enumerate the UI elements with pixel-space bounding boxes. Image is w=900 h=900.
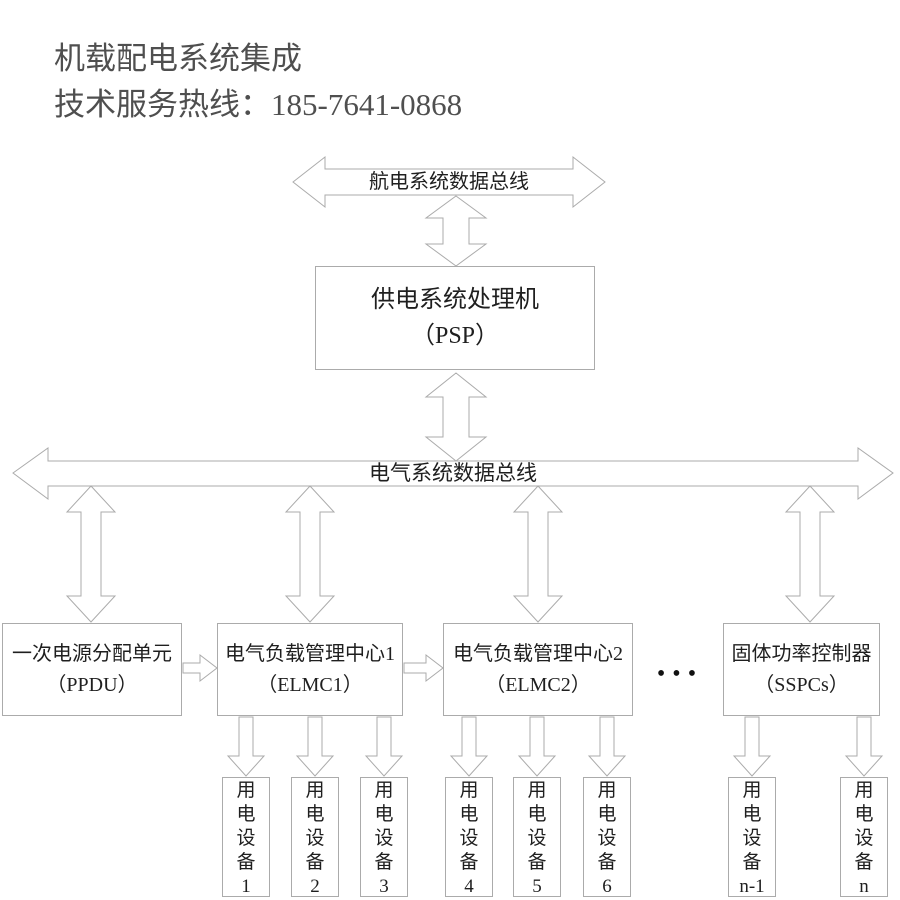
unit-abbr: （ELMC2） <box>485 673 591 696</box>
device-number: 4 <box>464 876 474 897</box>
more-units-ellipsis: ••• <box>656 661 704 687</box>
elmc1-to-elmc2-arrow <box>403 653 444 683</box>
device-label: 用电设备 <box>236 780 256 873</box>
device-feed-arrow-3 <box>364 716 404 777</box>
unit-name: 电气负载管理中心1 <box>225 642 395 665</box>
unit-box-ppdu: 一次电源分配单元 （PPDU） <box>2 623 182 716</box>
device-box-2: 用电设备 2 <box>291 777 339 897</box>
unit-box-sspc: 固体功率控制器 （SSPCs） <box>723 623 880 716</box>
device-number: n <box>859 876 869 897</box>
device-box-n-1: 用电设备 n-1 <box>728 777 776 897</box>
header-title: 机载配电系统集成 <box>54 41 302 76</box>
unit-abbr: （SSPCs） <box>754 673 849 696</box>
device-box-3: 用电设备 3 <box>360 777 408 897</box>
electrical-bus-label: 电气系统数据总线 <box>369 461 537 485</box>
electrical-bus-arrow <box>12 447 894 500</box>
device-number: n-1 <box>739 876 765 897</box>
device-box-5: 用电设备 5 <box>513 777 561 897</box>
device-number: 3 <box>379 876 389 897</box>
device-label: 用电设备 <box>854 780 874 873</box>
device-number: 5 <box>532 876 542 897</box>
device-feed-arrow-2 <box>295 716 335 777</box>
unit-box-elmc1: 电气负载管理中心1 （ELMC1） <box>217 623 403 716</box>
unit-abbr: （PPDU） <box>46 673 138 696</box>
device-label: 用电设备 <box>374 780 394 873</box>
header-hotline: 技术服务热线：185-7641-0868 <box>54 87 463 122</box>
bus-link-arrow-sspc <box>784 485 836 623</box>
device-number: 1 <box>241 876 251 897</box>
device-number: 6 <box>602 876 612 897</box>
device-box-4: 用电设备 4 <box>445 777 493 897</box>
unit-name: 电气负载管理中心2 <box>453 642 623 665</box>
device-box-6: 用电设备 6 <box>583 777 631 897</box>
device-label: 用电设备 <box>305 780 325 873</box>
psp-bottom-link-arrow <box>424 372 488 462</box>
avionics-bus-label: 航电系统数据总线 <box>369 171 529 193</box>
device-box-n: 用电设备 n <box>840 777 888 897</box>
psp-top-link-arrow <box>424 195 488 267</box>
device-label: 用电设备 <box>597 780 617 873</box>
bus-link-arrow-ppdu <box>65 485 117 623</box>
psp-box: 供电系统处理机 （PSP） <box>315 266 595 370</box>
psp-abbr: （PSP） <box>410 323 500 349</box>
unit-box-elmc2: 电气负载管理中心2 （ELMC2） <box>443 623 633 716</box>
ppdu-to-elmc1-arrow <box>182 653 218 683</box>
avionics-bus-arrow <box>292 155 606 209</box>
unit-name: 固体功率控制器 <box>731 642 872 665</box>
device-feed-arrow-4 <box>449 716 489 777</box>
unit-abbr: （ELMC1） <box>257 673 363 696</box>
device-feed-arrow-1 <box>226 716 266 777</box>
device-feed-arrow-6 <box>587 716 627 777</box>
device-label: 用电设备 <box>459 780 479 873</box>
page-header: 机载配电系统集成 技术服务热线：185-7641-0868 <box>54 36 462 128</box>
device-label: 用电设备 <box>527 780 547 873</box>
device-number: 2 <box>310 876 320 897</box>
bus-link-arrow-elmc2 <box>512 485 564 623</box>
unit-name: 一次电源分配单元 <box>12 642 172 665</box>
device-feed-arrow-n-1 <box>732 716 772 777</box>
device-label: 用电设备 <box>742 780 762 873</box>
bus-link-arrow-elmc1 <box>284 485 336 623</box>
device-feed-arrow-n <box>844 716 884 777</box>
device-feed-arrow-5 <box>517 716 557 777</box>
device-box-1: 用电设备 1 <box>222 777 270 897</box>
psp-name: 供电系统处理机 <box>371 287 539 313</box>
